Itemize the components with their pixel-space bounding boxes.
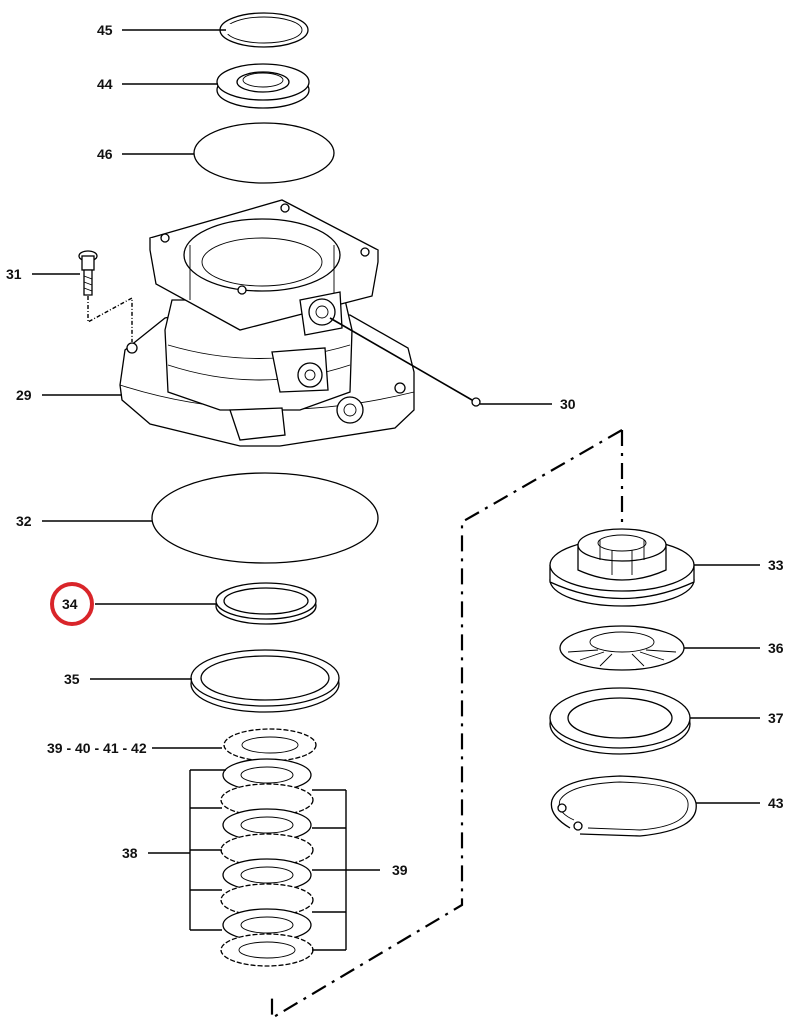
part-32-seal bbox=[151, 472, 379, 564]
highlight-circle-34 bbox=[50, 582, 94, 626]
part-44-bearing bbox=[216, 63, 310, 109]
callout-45: 45 bbox=[97, 22, 113, 38]
part-45-snap-ring bbox=[219, 12, 309, 48]
callout-36: 36 bbox=[768, 640, 784, 656]
callout-38: 38 bbox=[122, 845, 138, 861]
part-35-ring bbox=[190, 649, 340, 713]
part-29-housing bbox=[119, 199, 415, 447]
bracket-38 bbox=[148, 769, 226, 931]
callout-32: 32 bbox=[16, 513, 32, 529]
part-31-bolt bbox=[78, 250, 98, 296]
callout-46: 46 bbox=[97, 146, 113, 162]
part-43-snap-ring bbox=[550, 775, 697, 837]
callout-31: 31 bbox=[6, 266, 22, 282]
bracket-39 bbox=[312, 789, 380, 951]
callout-33: 33 bbox=[768, 557, 784, 573]
part-39-42-clutch-stack bbox=[220, 728, 317, 967]
callout-35: 35 bbox=[64, 671, 80, 687]
callout-39-42: 39 - 40 - 41 - 42 bbox=[47, 740, 147, 756]
subassembly-phantom-line bbox=[270, 429, 624, 1020]
part-36-washer bbox=[559, 625, 685, 671]
callout-29: 29 bbox=[16, 387, 32, 403]
part-33-hub bbox=[549, 528, 695, 607]
callout-43: 43 bbox=[768, 795, 784, 811]
part-30-plug bbox=[471, 397, 481, 407]
callout-44: 44 bbox=[97, 76, 113, 92]
part-37-washer bbox=[549, 687, 691, 755]
callout-39: 39 bbox=[392, 862, 408, 878]
bolt-insertion-path bbox=[87, 296, 133, 342]
part-34-ring bbox=[215, 582, 317, 625]
plug-insertion-path bbox=[329, 317, 473, 401]
callout-34: 34 bbox=[62, 596, 78, 612]
callout-30: 30 bbox=[560, 396, 576, 412]
callout-37: 37 bbox=[768, 710, 784, 726]
part-46-seal bbox=[193, 122, 335, 184]
